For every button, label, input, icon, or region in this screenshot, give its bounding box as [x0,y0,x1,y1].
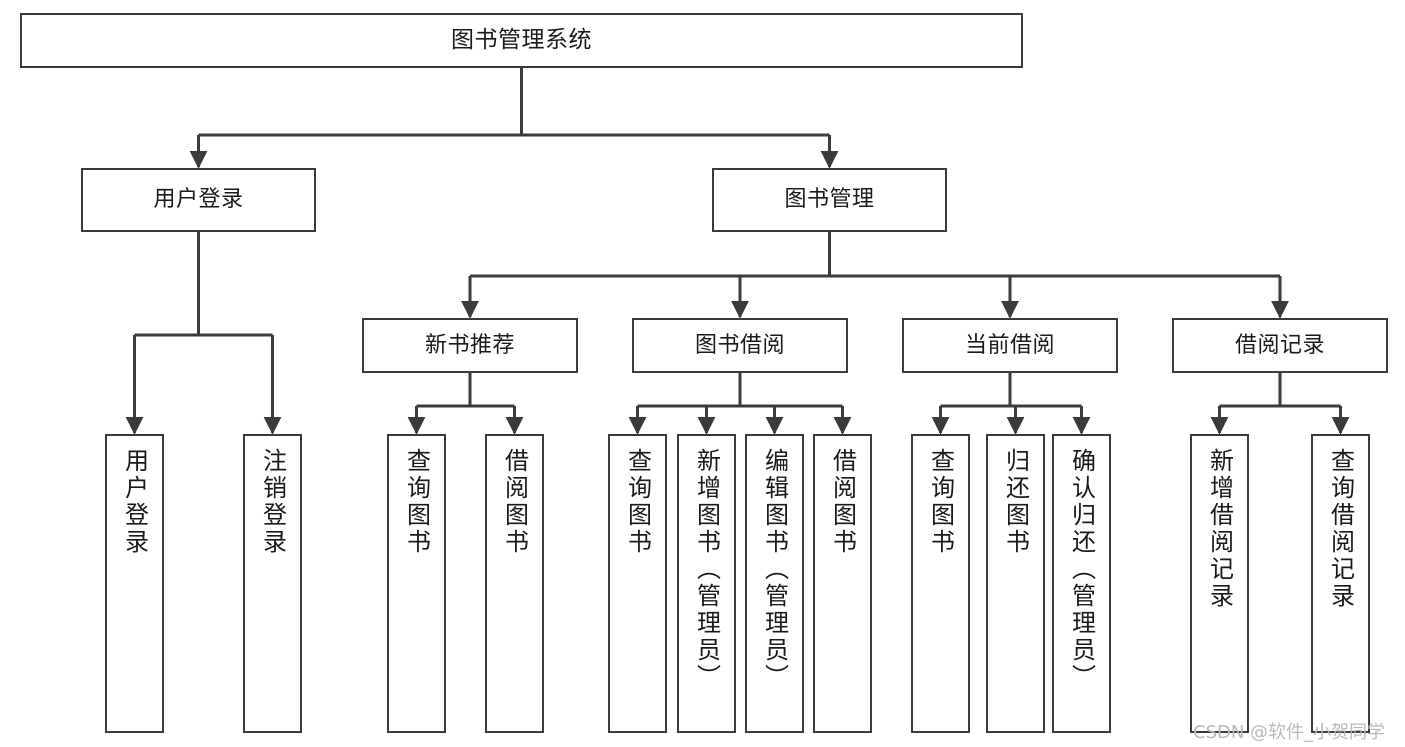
node-user-login[interactable]: 用户登录 [81,168,316,232]
node-label-leaf-cb-return: 归还图书 [1001,448,1030,556]
node-leaf-log-query[interactable]: 查询借阅记录 [1311,434,1370,733]
node-leaf-cb-query[interactable]: 查询图书 [911,434,970,733]
node-label-book-borrow: 图书借阅 [694,332,785,358]
node-leaf-cb-return[interactable]: 归还图书 [986,434,1045,733]
node-label-leaf-cb-confirm: 确认归还（管理员） [1067,448,1096,691]
node-label-new-book-rec: 新书推荐 [424,332,515,358]
node-leaf-bb-edit[interactable]: 编辑图书（管理员） [745,434,804,733]
node-label-leaf-bb-query: 查询图书 [623,448,652,556]
node-label-leaf-log-query: 查询借阅记录 [1326,448,1355,610]
node-leaf-bb-borrow[interactable]: 借阅图书 [813,434,872,733]
node-leaf-rec-query[interactable]: 查询图书 [387,434,446,733]
node-leaf-cb-confirm[interactable]: 确认归还（管理员） [1052,434,1111,733]
node-label-book-manage: 图书管理 [784,187,875,213]
node-label-leaf-bb-edit: 编辑图书（管理员） [760,448,789,691]
node-leaf-log-add[interactable]: 新增借阅记录 [1190,434,1249,733]
node-label-leaf-cb-query: 查询图书 [926,448,955,556]
node-book-manage[interactable]: 图书管理 [712,168,947,232]
node-leaf-user-login[interactable]: 用户登录 [105,434,164,733]
node-label-borrow-log: 借阅记录 [1234,332,1325,358]
node-label-leaf-user-logout: 注销登录 [258,448,287,556]
node-label-user-login: 用户登录 [153,187,244,213]
node-book-borrow[interactable]: 图书借阅 [632,318,848,373]
node-new-book-rec[interactable]: 新书推荐 [362,318,578,373]
node-borrow-log[interactable]: 借阅记录 [1172,318,1388,373]
watermark: CSDN @软件_小贺同学 [1193,722,1386,743]
node-leaf-bb-query[interactable]: 查询图书 [608,434,667,733]
node-label-root: 图书管理系统 [451,27,592,54]
node-label-leaf-log-add: 新增借阅记录 [1205,448,1234,610]
node-root[interactable]: 图书管理系统 [20,13,1023,68]
node-label-leaf-bb-add: 新增图书（管理员） [692,448,721,691]
node-label-cur-borrow: 当前借阅 [964,332,1055,358]
node-label-leaf-bb-borrow: 借阅图书 [828,448,857,556]
node-leaf-bb-add[interactable]: 新增图书（管理员） [677,434,736,733]
node-label-leaf-rec-borrow: 借阅图书 [500,448,529,556]
node-leaf-rec-borrow[interactable]: 借阅图书 [485,434,544,733]
node-leaf-user-logout[interactable]: 注销登录 [243,434,302,733]
node-cur-borrow[interactable]: 当前借阅 [902,318,1118,373]
node-label-leaf-user-login: 用户登录 [120,448,149,556]
node-label-leaf-rec-query: 查询图书 [402,448,431,556]
